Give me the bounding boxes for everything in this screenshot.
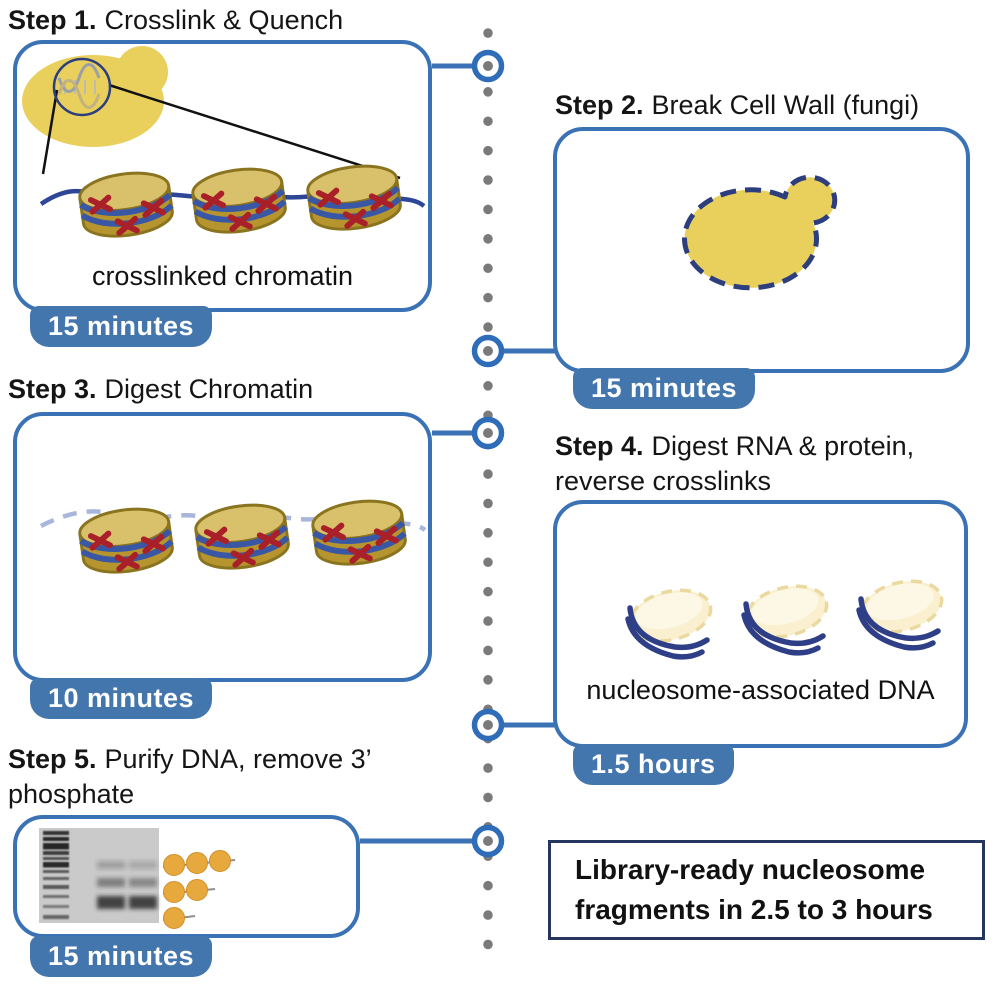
step2-duration-badge: 15 minutes — [573, 368, 756, 409]
pale-nucleosome-with-dna-icon — [625, 573, 947, 657]
step4-box: nucleosome-associated DNA — [553, 500, 968, 748]
step1-box: crosslinked chromatin — [13, 40, 432, 312]
step5-title: Step 5.Purify DNA, remove 3’ phosphate — [8, 742, 380, 811]
summary-line1: Library-ready nucleosome — [575, 854, 926, 886]
summary-line2: fragments in 2.5 to 3 hours — [575, 894, 933, 925]
step2-title: Step 2.Break Cell Wall (fungi) — [555, 88, 985, 123]
step3-title: Step 3.Digest Chromatin — [8, 372, 428, 407]
timeline-node-step4 — [471, 708, 505, 742]
timeline-nodes — [471, 49, 505, 858]
step3-name: Digest Chromatin — [104, 374, 314, 404]
timeline-node-step3 — [471, 416, 505, 450]
timeline-node-step5 — [471, 824, 505, 858]
gel-electrophoresis-icon — [39, 828, 159, 923]
summary-box: Library-ready nucleosome fragments in 2.… — [548, 840, 985, 940]
step3-box — [13, 412, 432, 682]
step3-illustration — [39, 416, 427, 677]
step4-title: Step 4.Digest RNA & protein, reverse cro… — [555, 429, 985, 498]
step1-illustration — [22, 46, 426, 307]
step2-label: Step 2. — [555, 90, 644, 120]
digested-chromatin-nucleosome-icon — [77, 496, 407, 577]
yeast-cell-icon — [22, 46, 168, 147]
step2-box — [553, 127, 970, 373]
step3-label: Step 3. — [8, 374, 97, 404]
dna-helix-zoom-icon — [52, 57, 112, 117]
gel-ladder-lane — [43, 831, 69, 919]
step4-label: Step 4. — [555, 431, 644, 461]
step1-duration-badge: 15 minutes — [30, 306, 213, 347]
gel-sample-lanes — [97, 861, 157, 909]
step2-name: Break Cell Wall (fungi) — [651, 90, 920, 120]
step1-name: Crosslink & Quench — [104, 5, 344, 35]
timeline-node-step2 — [471, 334, 505, 368]
step4-duration-badge: 1.5 hours — [573, 744, 734, 785]
step1-caption: crosslinked chromatin — [91, 261, 354, 291]
timeline-node-step1 — [471, 49, 505, 83]
tri-di-mono-nucleosome-icon — [162, 850, 236, 929]
connector-lines — [360, 63, 555, 844]
step2-illustration — [682, 174, 838, 291]
step5-label: Step 5. — [8, 744, 97, 774]
magnifier-lines-icon — [41, 83, 401, 180]
crosslinked-nucleosome-icon — [77, 161, 402, 241]
step5-box — [13, 815, 360, 938]
step5-illustration — [39, 828, 236, 929]
step1-label: Step 1. — [8, 5, 97, 35]
step1-title: Step 1.Crosslink & Quench — [8, 3, 428, 38]
step4-caption: nucleosome-associated DNA — [586, 675, 935, 705]
step5-name: Purify DNA, remove 3’ phosphate — [8, 744, 371, 809]
step3-duration-badge: 10 minutes — [30, 678, 213, 719]
step4-name: Digest RNA & protein, reverse crosslinks — [555, 431, 915, 496]
yeast-cell-dashed-outline-icon — [682, 174, 838, 291]
step5-duration-badge: 15 minutes — [30, 936, 213, 977]
step4-illustration — [557, 504, 963, 743]
